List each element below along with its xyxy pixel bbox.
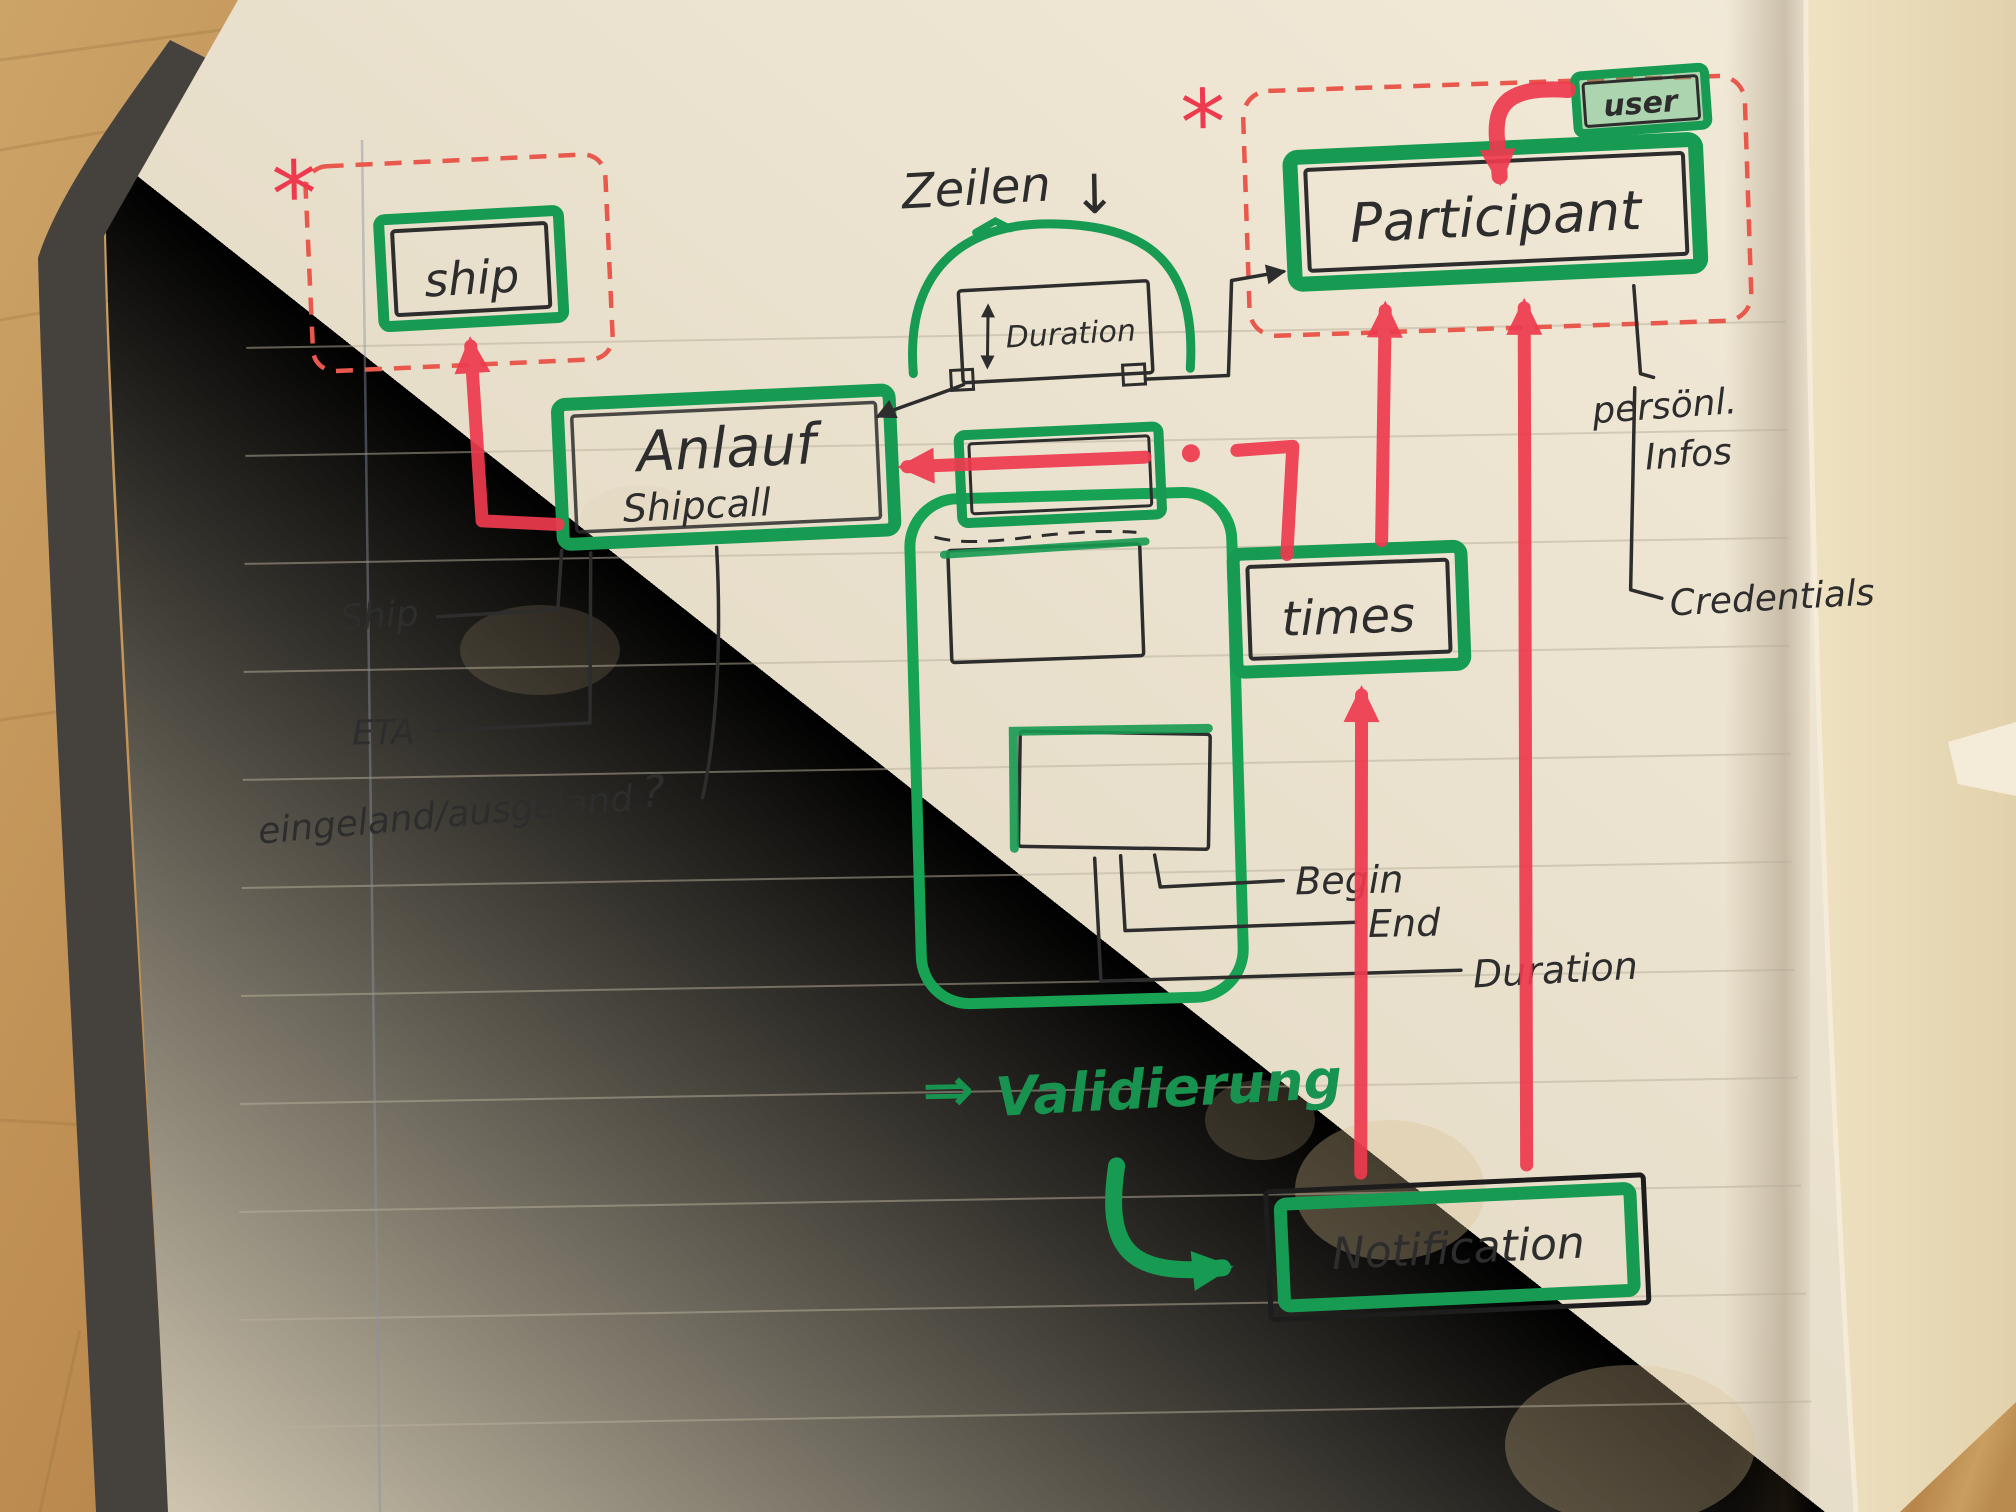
participant-dashed-group (1240, 73, 1754, 339)
user-ink-stroke (1581, 74, 1701, 128)
paper-stains (460, 485, 1755, 1512)
notification-ink-stroke (1263, 1172, 1652, 1323)
record-box-bottom (1008, 723, 1213, 853)
arrow-times-to-shipcall-end (897, 447, 1152, 484)
inout-question-mark: ? (641, 766, 665, 817)
wood-corner-bottom-right (1900, 1402, 2016, 1512)
arrow-notification-to-participant (1506, 297, 1543, 1172)
connector-eta-attr (432, 551, 593, 733)
connector-personal-infos (1632, 284, 1656, 380)
connector-duration-to-shipcall (875, 382, 966, 419)
ink-connectors (432, 264, 1664, 983)
duration-foot-right (1120, 362, 1148, 387)
arrow-times-to-participant (1366, 300, 1403, 548)
ship-ink-stroke (390, 221, 553, 318)
arrow-times-to-shipcall-dot (1181, 444, 1200, 463)
ship-label: ship (423, 249, 521, 308)
begin-attr-label: Begin (1295, 857, 1404, 903)
duration-field-box: Duration (948, 279, 1155, 393)
torn-paper-chip (1948, 722, 2016, 796)
record-box-top-ink (967, 434, 1154, 516)
notification-label: Notification (1331, 1218, 1586, 1280)
user-label: user (1602, 84, 1681, 124)
ship-green-stroke (373, 205, 570, 333)
notification-green-stroke (1273, 1182, 1641, 1313)
notification-entity-box: Notification (1263, 1172, 1652, 1323)
arrow-user-to-participant (1479, 81, 1577, 187)
connector-end (1118, 853, 1358, 933)
arrow-notification-to-times (1343, 685, 1380, 1180)
shipcall-label-1: Anlauf (632, 412, 824, 486)
record-box-top (953, 421, 1167, 529)
shipcall-label-2: Shipcall (622, 480, 772, 531)
duration-ink-stroke (956, 279, 1155, 385)
shipcall-entity-box: Anlauf Shipcall (550, 383, 902, 551)
shipcall-green-stroke (550, 383, 902, 551)
times-entity-box: times (1226, 539, 1472, 679)
validation-container (904, 486, 1249, 1010)
book-cover-edge (38, 40, 210, 1512)
connector-duration-to-participant (1143, 264, 1287, 381)
duration-foot-left (948, 367, 976, 393)
end-attr-label: End (1368, 901, 1442, 946)
eta-attr-label: ETA (352, 712, 415, 753)
notebook-page (106, 0, 2016, 1512)
validierung-arrow: ⇒ (921, 1053, 974, 1127)
ship-entity-box: ship (373, 205, 570, 333)
connector-duration-attr (1092, 856, 1463, 983)
user-entity-box: user (1570, 62, 1713, 139)
record-box-middle-green (939, 537, 1150, 559)
red-arrows (454, 81, 1577, 1180)
zeilen-bracket (908, 219, 1196, 379)
record-box-top-green (953, 421, 1167, 529)
arrow-times-to-shipcall-start (1230, 439, 1300, 561)
asterisk-right: * (1180, 71, 1227, 177)
asterisk-left: * (271, 142, 318, 248)
facing-page (1806, 0, 2016, 1512)
zeilen-bracket-tip (972, 217, 1015, 236)
connector-inout-attr (700, 545, 721, 800)
duration-attr-label: Duration (1472, 944, 1639, 997)
duration-field-label: Duration (1005, 313, 1137, 355)
zeilen-label: Zeilen (898, 156, 1052, 220)
shipcall-ink-stroke (570, 400, 883, 534)
zeilen-down-arrow: ↓ (1071, 163, 1117, 227)
ship-attr-label: Ship (339, 593, 420, 640)
participant-entity-box: Participant (1282, 132, 1709, 292)
connector-begin (1152, 853, 1285, 889)
arrow-validierung-to-notification (1105, 1157, 1234, 1291)
connector-ship-attr (436, 548, 564, 619)
record-box-middle (939, 537, 1150, 665)
page-crease-shadow (1725, 0, 1810, 1512)
record-box-bottom-green (1008, 723, 1213, 853)
facing-page-edge-highlight (1803, 0, 1859, 1512)
participant-label: Participant (1349, 179, 1645, 255)
times-ink-stroke (1245, 557, 1453, 661)
connector-credentials (1628, 386, 1664, 601)
times-label: times (1281, 587, 1416, 648)
times-green-stroke (1226, 539, 1472, 679)
duration-updown-arrow (980, 303, 995, 370)
arrow-shipcall-to-ship (454, 336, 565, 531)
record-dashed-separator (934, 529, 1137, 544)
personal-infos-label-2: Infos (1644, 432, 1734, 479)
user-green-stroke (1570, 62, 1713, 139)
